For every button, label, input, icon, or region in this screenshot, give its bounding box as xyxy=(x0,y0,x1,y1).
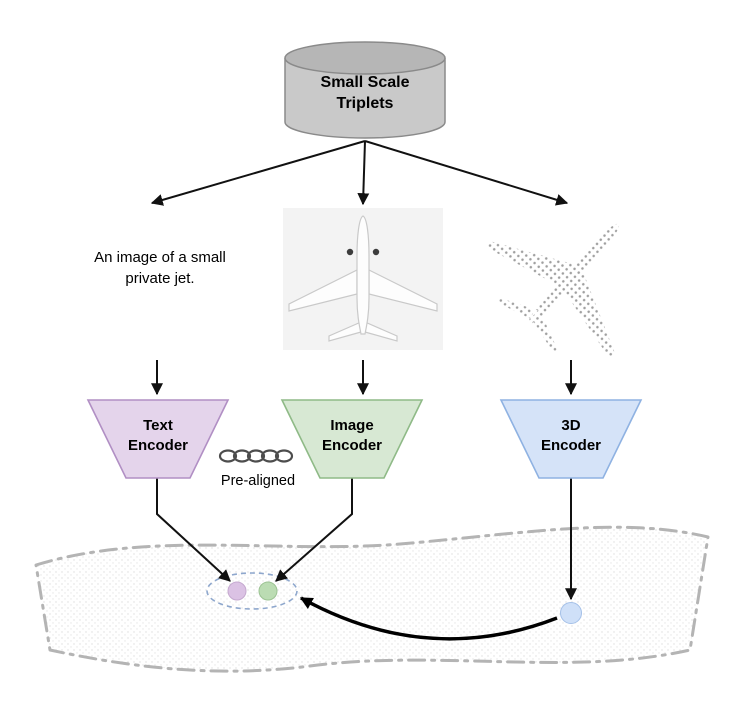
threed-encoder-shape xyxy=(499,399,643,479)
airplane-pointcloud-icon xyxy=(486,223,620,359)
text-sample-line1: An image of a small xyxy=(94,249,226,266)
text-encoder-label-line1: Text xyxy=(143,417,173,434)
text-encoder-label-line2: Encoder xyxy=(127,437,188,454)
text-encoder-label: Text Encoder xyxy=(98,416,218,456)
threed-embedding-dot xyxy=(560,602,582,624)
database-label: Small Scale Triplets xyxy=(285,72,445,114)
chain-link-icon xyxy=(218,449,294,463)
airplane-render-icon xyxy=(288,215,438,342)
arrow-db-to-pointcloud xyxy=(364,140,569,206)
threed-encoder-label-line2: Encoder xyxy=(540,437,601,454)
text-embedding-dot xyxy=(227,581,247,601)
database-label-line1: Small Scale xyxy=(320,74,410,91)
text-sample-line2: private jet. xyxy=(125,270,195,287)
database-label-line2: Triplets xyxy=(336,95,394,112)
text-encoder-connector xyxy=(156,478,231,582)
embedding-space-manifold xyxy=(34,525,710,673)
threed-encoder-label-line1: 3D xyxy=(561,417,581,434)
threed-encoder-label: 3D Encoder xyxy=(511,416,631,456)
database-cylinder-icon xyxy=(284,58,446,139)
database-cylinder-top xyxy=(284,41,446,75)
arrow-db-to-text xyxy=(150,140,366,206)
image-encoder-connector xyxy=(275,478,353,582)
prealigned-label: Pre-aligned xyxy=(220,473,296,489)
text-encoder-shape xyxy=(86,399,230,479)
aligned-embeddings-ellipse xyxy=(206,572,298,610)
image-embedding-dot xyxy=(258,581,278,601)
arrow-db-to-image xyxy=(357,140,370,206)
image-encoder-label-line2: Encoder xyxy=(321,437,382,454)
alignment-arrow xyxy=(299,596,558,641)
image-encoder-label-line1: Image xyxy=(330,417,374,434)
image-encoder-label: Image Encoder xyxy=(292,416,412,456)
text-sample-caption: An image of a small private jet. xyxy=(55,247,265,289)
image-encoder-shape xyxy=(280,399,424,479)
